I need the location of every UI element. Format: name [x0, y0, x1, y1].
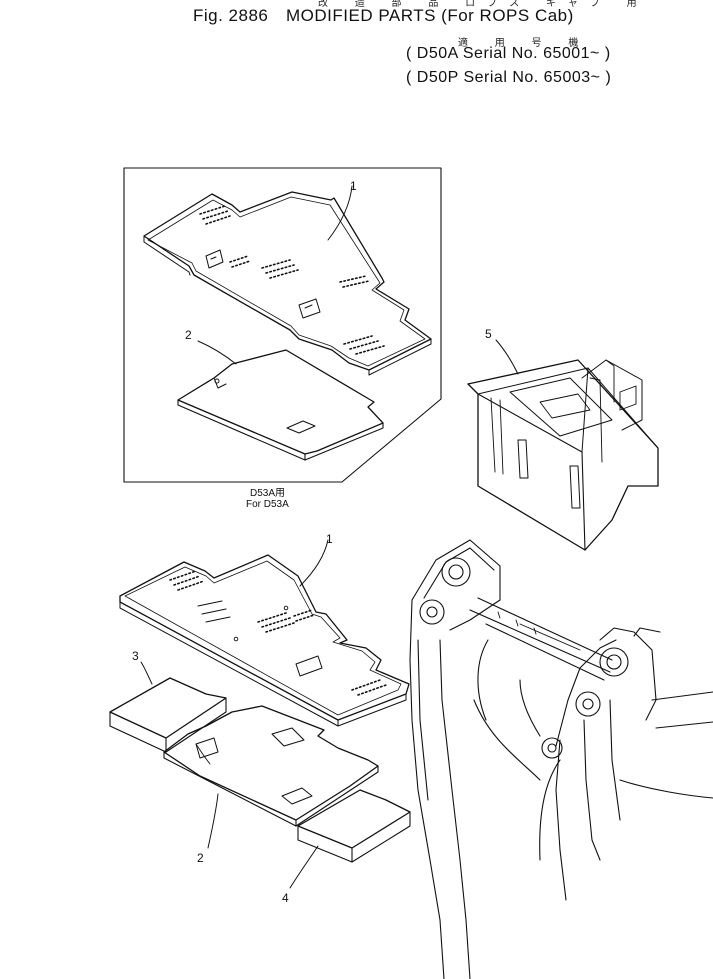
callout-5: 5 — [485, 327, 492, 341]
leader-4 — [289, 845, 319, 889]
callout-1: 1 — [326, 532, 333, 546]
leader-5 — [495, 339, 519, 375]
serial-text-d50a: D50A Serial No. 65001~ — [416, 45, 600, 62]
inset-caption: For D53A — [246, 499, 289, 510]
leader-inset-2 — [197, 340, 237, 365]
left-plate-part-3 — [109, 677, 227, 753]
under-plate-part-2 — [163, 705, 379, 827]
cab-cover-part-5 — [467, 359, 659, 551]
callout-2: 2 — [197, 851, 204, 865]
applicable-serials-jp: 適 用 号 機 — [458, 38, 591, 49]
callout-inset-2: 2 — [185, 328, 192, 342]
leader-3 — [140, 661, 153, 685]
right-plate-part-4 — [297, 789, 411, 863]
page-title: MODIFIED PARTS (For ROPS Cab) — [286, 6, 574, 25]
serial-text-d50p: D50P Serial No. 65003~ — [416, 69, 601, 86]
callout-4: 4 — [282, 891, 289, 905]
serial-line-d50p: ( D50P Serial No. 65003~ ) — [406, 69, 612, 86]
inset-floor-mat — [143, 191, 432, 376]
serial-line-d50a: ( D50A Serial No. 65001~ ) — [406, 45, 611, 62]
inset-note-jp: D53A用 — [250, 488, 285, 499]
floor-mat-part-1 — [119, 554, 410, 727]
callout-3: 3 — [132, 649, 139, 663]
inset-frame — [123, 167, 442, 483]
figure-number: Fig. 2886 — [193, 6, 269, 25]
leader-1 — [299, 539, 329, 587]
leader-inset-1 — [327, 185, 353, 241]
leader-2 — [207, 793, 219, 849]
rops-frame-background — [409, 539, 713, 979]
callout-inset-1: 1 — [350, 179, 357, 193]
japanese-title: 改 造 部 品 ロプス キャブ 用 — [318, 0, 649, 9]
inset-under-plate — [177, 349, 384, 461]
